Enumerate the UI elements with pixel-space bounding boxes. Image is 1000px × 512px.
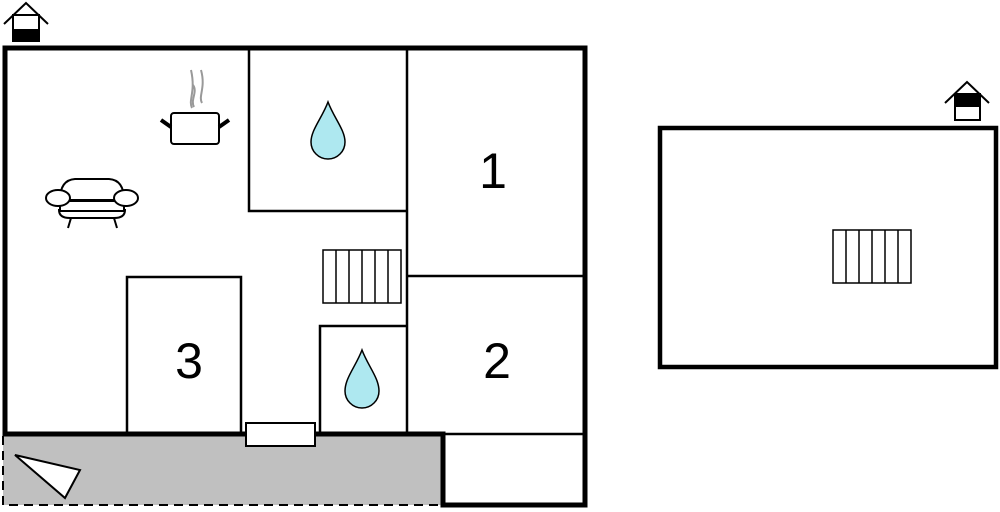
sofa-icon (45, 178, 139, 229)
water-drop-icon (310, 99, 346, 160)
stairs-icon (322, 249, 402, 304)
interior-walls (125, 48, 585, 436)
stairs-icon (832, 229, 912, 284)
room-1-label: 1 (479, 143, 507, 199)
upper-floor-wall (657, 125, 999, 370)
triangle-terrace-icon (14, 454, 82, 500)
terrace-dashed-border (2, 436, 441, 506)
room-2-label: 2 (483, 333, 511, 389)
ground-floor: 1 2 3 (2, 45, 588, 508)
house-entrance-icon (3, 1, 49, 42)
house-upper-floor-icon (944, 80, 990, 121)
room-3-label: 3 (175, 333, 203, 389)
water-drop-icon (344, 347, 380, 409)
upper-floor (657, 125, 999, 370)
cooking-pot-icon (159, 69, 231, 145)
entrance-door (245, 422, 316, 447)
